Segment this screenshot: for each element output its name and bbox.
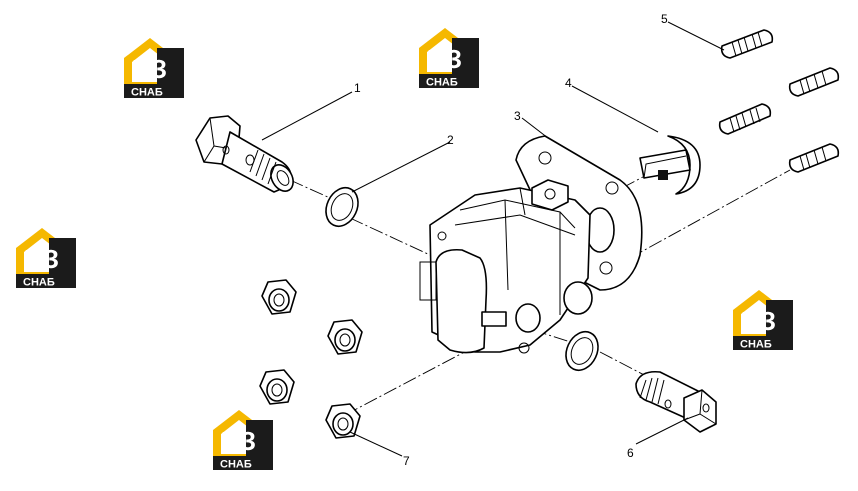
- logo-big-text: НЗ: [741, 306, 776, 336]
- logo-watermark-4: НЗ СНАБ: [733, 290, 793, 351]
- part-washer-2: [565, 330, 599, 372]
- logo-small-text: СНАБ: [23, 277, 55, 289]
- callout-4: 4: [565, 76, 572, 90]
- part-drive-coupler: [639, 135, 701, 195]
- callout-6: 6: [627, 446, 634, 460]
- logo-big-text: НЗ: [132, 54, 167, 84]
- leader-lines: [261, 21, 725, 457]
- part-banjo-bolt: [195, 115, 294, 193]
- logo-small-text: СНАБ: [220, 459, 252, 471]
- part-nut-3: [259, 369, 295, 405]
- part-nut-1: [261, 279, 297, 315]
- part-gear-pump: [419, 135, 643, 354]
- logo-small-text: СНАБ: [131, 87, 163, 99]
- callout-7: 7: [403, 454, 410, 468]
- logo-watermark-1: НЗ СНАБ: [124, 38, 184, 99]
- callout-3: 3: [514, 109, 521, 123]
- logo-watermark-5: НЗ СНАБ: [213, 410, 273, 471]
- callout-2: 2: [447, 133, 454, 147]
- logo-watermark-2: НЗ СНАБ: [419, 28, 479, 89]
- logo-small-text: СНАБ: [740, 339, 772, 351]
- part-nut-4: [325, 403, 361, 439]
- part-nut-2: [327, 319, 363, 355]
- part-washer-1: [325, 186, 359, 228]
- part-outlet-bolt: [635, 370, 717, 433]
- logo-big-text: НЗ: [24, 244, 59, 274]
- part-stud-1: [720, 29, 774, 59]
- part-stud-3: [718, 103, 772, 135]
- part-stud-4: [788, 143, 840, 173]
- part-stud-2: [788, 67, 840, 97]
- callout-5: 5: [661, 12, 668, 26]
- logo-big-text: НЗ: [221, 426, 256, 456]
- logo-big-text: НЗ: [427, 44, 462, 74]
- logo-watermark-3: НЗ СНАБ: [16, 228, 76, 289]
- callout-1: 1: [354, 81, 361, 95]
- logo-small-text: СНАБ: [426, 77, 458, 89]
